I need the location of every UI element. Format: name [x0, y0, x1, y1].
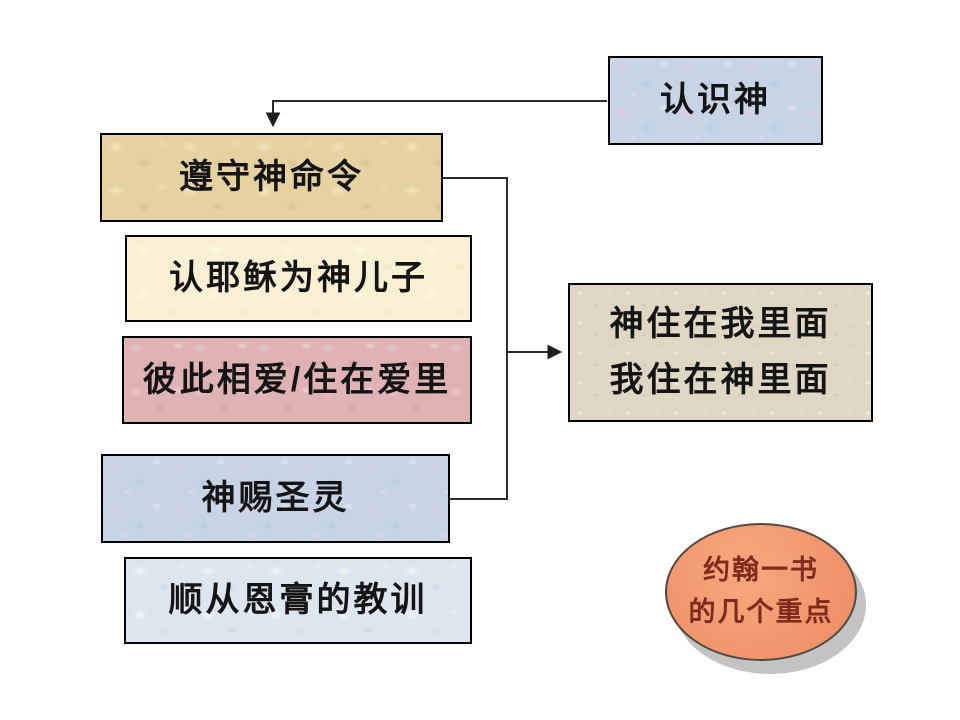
box-mutual-abide-line2: 我住在神里面: [609, 360, 832, 399]
box-know-god: 认识神: [608, 56, 823, 145]
box-obey-anointing: 顺从恩膏的教训: [124, 557, 472, 644]
connector-know-god-to-obey-commands: [265, 100, 607, 128]
ellipse-key-points-line1: 约翰一书: [703, 555, 819, 586]
box-obey-commands-label: 遵守神命令: [179, 158, 364, 196]
box-obey-commands: 遵守神命令: [100, 133, 443, 222]
box-confess-jesus-label: 认耶稣为神儿子: [169, 259, 428, 297]
box-mutual-abide: 神住在我里面 我住在神里面: [568, 283, 873, 422]
box-confess-jesus: 认耶稣为神儿子: [125, 235, 472, 322]
box-god-gives-spirit-label: 神赐圣灵: [201, 479, 350, 517]
box-know-god-label: 认识神: [660, 81, 771, 119]
box-obey-anointing-label: 顺从恩膏的教训: [168, 581, 428, 619]
box-love-abide-label: 彼此相爱/住在爱里: [142, 360, 452, 399]
box-love-abide: 彼此相爱/住在爱里: [122, 336, 472, 424]
box-god-gives-spirit: 神赐圣灵: [101, 454, 450, 543]
box-mutual-abide-line1: 神住在我里面: [609, 305, 832, 344]
ellipse-key-points: 约翰一书 的几个重点: [665, 523, 857, 661]
ellipse-key-points-line2: 的几个重点: [688, 597, 834, 627]
